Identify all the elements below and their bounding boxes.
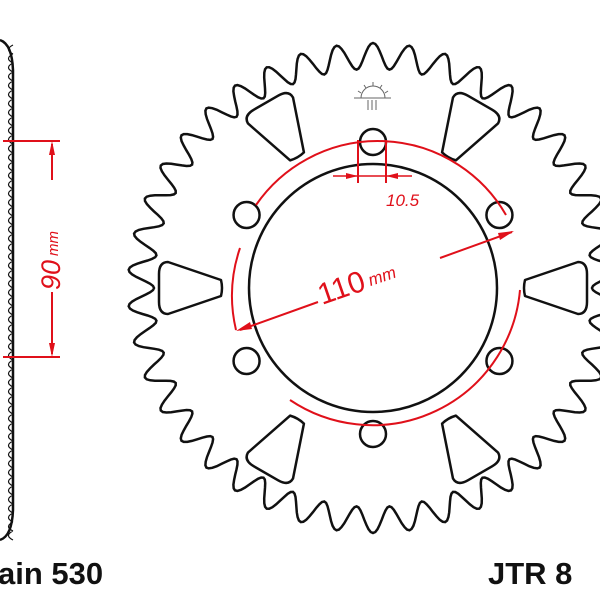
bolt-hole	[485, 200, 514, 230]
side-dimension-unit: mm	[45, 231, 62, 256]
bolt-hole	[358, 419, 388, 449]
lightening-slot	[440, 414, 501, 485]
sprocket-teeth-outline	[127, 41, 600, 535]
center-bore	[247, 162, 499, 414]
side-dimension-value: 90	[36, 260, 66, 290]
bolt-hole	[232, 200, 261, 230]
bolt-hole	[232, 346, 261, 376]
lightening-slot	[522, 260, 589, 316]
side-teeth	[7, 44, 14, 541]
part-number-label: JTR 8	[488, 556, 572, 591]
side-view: 90 mm	[0, 38, 66, 542]
chain-size-label: ain 530	[0, 556, 103, 591]
bolt-hole-dimension: 10.5	[386, 191, 420, 210]
sun-horizon-logo-icon	[354, 82, 391, 110]
lightening-slot	[157, 260, 224, 316]
lightening-slot	[440, 91, 501, 162]
lightening-slot	[245, 414, 306, 485]
bolt-hole	[485, 346, 514, 376]
lightening-slot	[245, 91, 306, 162]
bolt-circle-value: 110	[314, 265, 370, 312]
bolt-circle-unit: mm	[366, 263, 399, 290]
front-view: 10.5 110 mm	[127, 41, 600, 535]
